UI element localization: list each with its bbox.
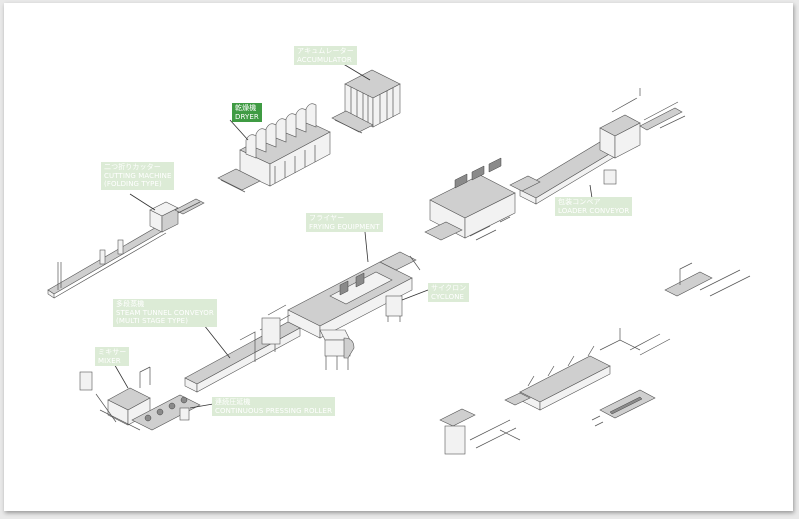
label-loader-conveyor: 包装コンベア LOADER CONVEYOR [555,197,633,216]
label-frying-equipment: フライヤー FRYING EQUIPMENT [306,213,383,232]
label-steam-tunnel-conveyor: 多段蒸機 STEAM TUNNEL CONVEYOR (MULTI STAGE … [113,299,217,327]
steam-tunnel-machine [184,304,301,393]
dryer-machine [217,103,331,193]
cutting-machine [47,198,205,299]
accumulator-machine [331,69,401,134]
label-continuous-pressing-roller: 連続圧延機 CONTINUOUS PRESSING ROLLER [212,397,336,416]
label-cyclone: サイクロン CYCLONE [428,283,470,302]
frying-equipment-machine [424,157,541,241]
leader-lines [112,61,593,409]
label-mixer: ミキサー MIXER [95,347,130,366]
label-dryer: 乾燥機 DRYER [232,103,262,122]
loader-conveyor-machine [519,88,686,205]
label-accumulator: アキュムレーター ACCUMULATOR [294,46,357,65]
main-fryer-line [287,251,421,339]
pressing-roller-machine [95,393,201,431]
packaging-line-right [439,262,751,455]
label-cutting-machine: 二つ折りカッター CUTTING MACHINE (FOLDING TYPE) [101,162,175,190]
cyclone-machine [319,295,403,370]
